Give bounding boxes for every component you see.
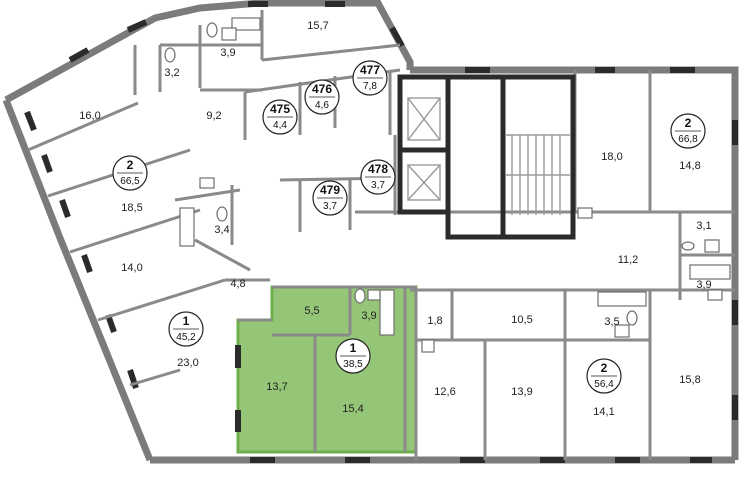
storage-unit-badge[interactable]: 476 4,6 [304, 79, 340, 115]
room-area: 4,8 [230, 278, 245, 290]
room-area: 18,0 [601, 151, 622, 163]
room-area: 16,0 [79, 110, 100, 122]
room-area: 3,1 [696, 220, 711, 232]
storage-unit-number: 479 [320, 183, 340, 197]
apartment-rooms: 1 [350, 341, 357, 355]
storage-unit-number: 477 [360, 63, 380, 77]
apartment-badge[interactable]: 2 56,4 [586, 358, 622, 394]
apartment-rooms: 2 [127, 158, 134, 172]
room-area: 3,5 [604, 316, 619, 328]
room-area: 15,4 [342, 403, 363, 415]
storage-unit-area: 3,7 [323, 201, 337, 212]
apartment-badge[interactable]: 1 45,2 [168, 311, 204, 347]
building-core [397, 74, 576, 240]
room-area: 3,9 [696, 279, 711, 291]
room-area: 14,8 [679, 160, 700, 172]
room-area: 13,9 [511, 386, 532, 398]
apartment-rooms: 1 [183, 314, 190, 328]
storage-unit-badge[interactable]: 478 3,7 [360, 159, 396, 195]
room-area: 14,1 [593, 406, 614, 418]
apartment-badge[interactable]: 2 66,8 [670, 113, 706, 149]
storage-unit-number: 476 [312, 82, 332, 96]
room-area: 5,5 [304, 305, 319, 317]
room-area: 14,0 [121, 262, 142, 274]
fixtures [164, 17, 731, 353]
room-area: 15,7 [307, 20, 328, 32]
room-area: 23,0 [177, 357, 198, 369]
room-area: 13,7 [266, 381, 287, 393]
room-area: 12,6 [434, 386, 455, 398]
storage-unit-area: 7,8 [363, 81, 377, 92]
storage-unit-number: 478 [368, 162, 388, 176]
room-area: 10,5 [511, 314, 532, 326]
apartment-badge[interactable]: 2 66,5 [112, 155, 148, 191]
storage-unit-area: 4,4 [273, 120, 287, 131]
apartment-rooms: 2 [685, 116, 692, 130]
storage-unit-area: 3,7 [371, 180, 385, 191]
room-area: 15,8 [679, 374, 700, 386]
room-area: 1,8 [427, 315, 442, 327]
room-area: 18,5 [121, 202, 142, 214]
interior-walls [27, 10, 735, 460]
apartment-area: 38,5 [343, 359, 363, 370]
room-area: 3,9 [361, 310, 376, 322]
storage-unit-badge[interactable]: 477 7,8 [352, 60, 388, 96]
apartment-area: 66,8 [678, 134, 698, 145]
room-area: 3,9 [220, 47, 235, 59]
apartment-area: 66,5 [120, 176, 140, 187]
storage-unit-badge[interactable]: 479 3,7 [312, 180, 348, 216]
storage-unit-number: 475 [270, 102, 290, 116]
apartment-area: 56,4 [594, 379, 614, 390]
room-area: 9,2 [206, 110, 221, 122]
storage-unit-badge[interactable]: 475 4,4 [262, 99, 298, 135]
room-area: 11,2 [618, 254, 639, 266]
storage-unit-area: 4,6 [315, 100, 329, 111]
apartment-badge[interactable]: 1 38,5 [335, 338, 371, 374]
room-area: 3,2 [164, 67, 179, 79]
apartment-area: 45,2 [176, 332, 196, 343]
apartment-rooms: 2 [601, 361, 608, 375]
room-area-labels: 15,7 3,9 3,2 16,0 9,2 18,5 3,4 14,0 4,8 … [79, 20, 711, 418]
room-area: 3,4 [214, 224, 229, 236]
